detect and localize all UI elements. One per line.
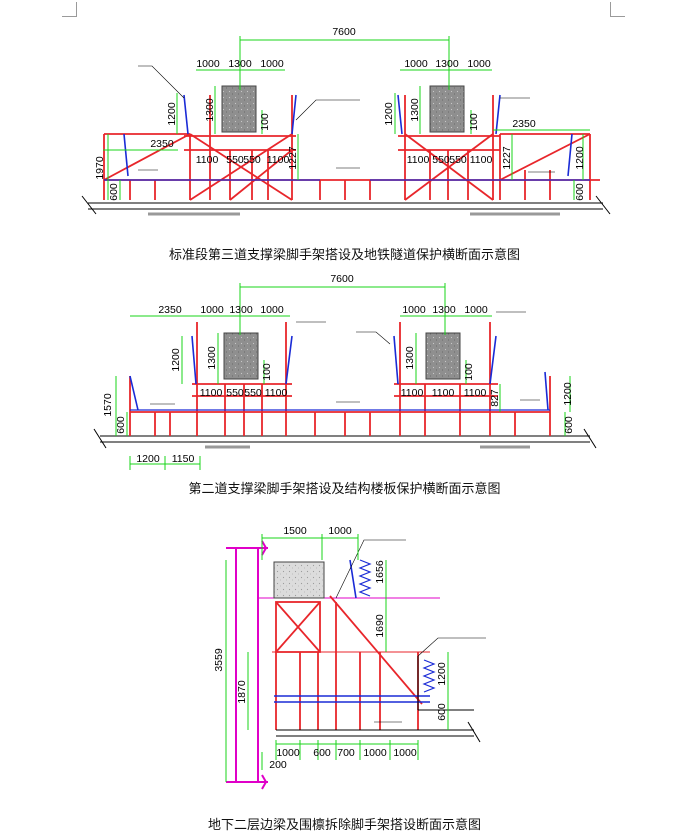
fig1-dim-bottom-left-3: 550: [243, 154, 261, 166]
fig3-dim-bottom-5: 1000: [393, 747, 417, 759]
fig1-dim-1200-right-bay: 1200: [383, 102, 395, 126]
fig3-dim-3559: 3559: [213, 648, 225, 672]
fig1-dim-bay-left-3: 1000: [260, 58, 284, 70]
fig2-dim-600-right: 600: [563, 416, 575, 434]
figure2-beam-right: [425, 332, 461, 380]
fig2-dim-1300-right: 1300: [404, 346, 416, 370]
figure3-drawing: 1500 1000 1656 1690 1200 600 3559 1870 1…: [213, 525, 486, 790]
figure1-scaffold: [103, 95, 600, 201]
fig2-dim-2350: 2350: [158, 304, 182, 316]
fig3-dim-bottom-4: 1000: [363, 747, 387, 759]
figure3-annotations: [335, 539, 486, 723]
fig1-dim-bay-left-1: 1000: [196, 58, 220, 70]
fig1-dim-100-right: 100: [468, 113, 480, 131]
fig2-dim-bay-left-1: 1000: [200, 304, 224, 316]
figure1-dimension-lines: [103, 36, 590, 200]
fig3-dim-bottom-3: 700: [337, 747, 355, 759]
fig3-dim-bottom-2: 600: [313, 747, 331, 759]
figure1-caption: 标准段第三道支撑梁脚手架搭设及地铁隧道保护横断面示意图: [168, 248, 520, 263]
fig1-dim-bottom-left-2: 550: [226, 154, 244, 166]
fig1-dim-bottom-left-1: 1100: [196, 154, 219, 166]
fig2-dim-600-left: 600: [115, 416, 127, 434]
fig3-dim-1200: 1200: [436, 662, 448, 686]
fig2-dim-1300-left: 1300: [206, 346, 218, 370]
fig2-dim-top: 7600: [330, 273, 354, 285]
fig1-dim-1227-left: 1227: [287, 146, 299, 170]
fig1-dim-bottom-right-1: 1100: [407, 154, 430, 166]
figure1-annotations: [138, 65, 555, 173]
fig2-dim-bottom-right-1: 1100: [401, 387, 424, 399]
figure2-guard-rails: [129, 335, 550, 411]
fig1-dim-1300-right: 1300: [409, 98, 421, 122]
fig2-dim-base-1: 1200: [136, 453, 160, 465]
fig2-dim-bay-left-3: 1000: [260, 304, 284, 316]
fig2-dim-bay-right-3: 1000: [464, 304, 488, 316]
fig2-dim-1200-left: 1200: [170, 348, 182, 372]
fig2-dim-base-2: 1150: [172, 453, 195, 465]
fig2-dim-1200-right: 1200: [562, 382, 574, 406]
fig1-dim-bottom-right-4: 1100: [470, 154, 493, 166]
fig1-dim-2350-left: 2350: [150, 138, 174, 150]
figure2-beam-left: [223, 332, 259, 380]
fig1-dim-bay-right-3: 1000: [467, 58, 491, 70]
figure3-scaffold: [272, 595, 430, 730]
figure1-guard-rails: [104, 94, 590, 181]
figure2-caption: 第二道支撑梁脚手架搭设及结构楼板保护横断面示意图: [188, 482, 501, 497]
fig2-dim-bottom-left-3: 550: [244, 387, 262, 399]
figure3-dimension-lines: [225, 534, 449, 782]
fig3-dim-200: 200: [269, 759, 287, 771]
figure1-drawing: 7600 1000 1300 1000 1000 1300 1000 1200 …: [81, 26, 611, 216]
fig2-dim-100-right: 100: [463, 363, 475, 381]
fig1-dim-1970: 1970: [94, 156, 106, 180]
fig3-dim-600: 600: [436, 703, 448, 721]
fig2-dim-bottom-right-3: 1100: [464, 387, 487, 399]
fig3-dim-1656: 1656: [374, 560, 386, 584]
fig2-dim-bay-left-2: 1300: [229, 304, 253, 316]
fig1-dim-1200-far-right: 1200: [574, 146, 586, 170]
figure2-annotations: [150, 311, 540, 405]
fig1-dim-bottom-right-2: 550: [432, 154, 450, 166]
figure1-ground: [81, 195, 611, 215]
fig3-dim-top-1: 1500: [283, 525, 307, 537]
fig2-dim-bay-right-1: 1000: [402, 304, 426, 316]
fig2-dim-827: 827: [489, 389, 501, 407]
fig1-dim-bay-left-2: 1300: [228, 58, 252, 70]
fig1-dim-bottom-right-3: 550: [449, 154, 467, 166]
fig1-dim-1227-right: 1227: [501, 146, 513, 170]
fig2-dim-100-left: 100: [261, 363, 273, 381]
fig3-dim-bottom-1: 1000: [276, 747, 300, 759]
figure1-beam-right: [429, 85, 465, 133]
fig3-dim-1870: 1870: [236, 680, 248, 704]
page-corner-mark-top-left: [62, 2, 77, 17]
figure2-dimension-lines: [115, 283, 571, 470]
figure3-springs: [358, 559, 436, 693]
fig2-dim-bottom-left-1: 1100: [200, 387, 223, 399]
fig2-dim-1570: 1570: [102, 393, 114, 417]
fig2-dim-bottom-left-2: 550: [226, 387, 244, 399]
fig1-dim-bottom-left-4: 1100: [267, 154, 290, 166]
figure2-drawing: 7600 2350 1000 1300 1000 1000 1300 1000 …: [93, 273, 597, 470]
fig2-dim-bottom-right-2: 1100: [432, 387, 455, 399]
fig1-dim-2350-right: 2350: [512, 118, 536, 130]
fig3-dim-1690: 1690: [374, 614, 386, 638]
figure3-caption: 地下二层边梁及围檩拆除脚手架搭设断面示意图: [207, 818, 481, 833]
fig2-dim-bay-right-2: 1300: [432, 304, 456, 316]
fig1-dim-1300-left: 1300: [204, 98, 216, 122]
figure3-upper-slab: [273, 561, 325, 599]
fig1-dim-600-right: 600: [574, 183, 586, 201]
figure1-beam-left: [221, 85, 257, 133]
fig1-dim-top: 7600: [332, 26, 356, 38]
fig1-dim-bay-right-2: 1300: [435, 58, 459, 70]
page-corner-mark-top-right: [610, 2, 625, 17]
fig1-dim-600-left: 600: [108, 183, 120, 201]
fig1-dim-1200-left: 1200: [166, 102, 178, 126]
fig2-dim-bottom-left-4: 1100: [265, 387, 288, 399]
figure3-lower-base: [276, 656, 481, 743]
fig1-dim-100-left: 100: [259, 113, 271, 131]
fig1-dim-bay-right-1: 1000: [404, 58, 428, 70]
fig3-dim-top-2: 1000: [328, 525, 352, 537]
